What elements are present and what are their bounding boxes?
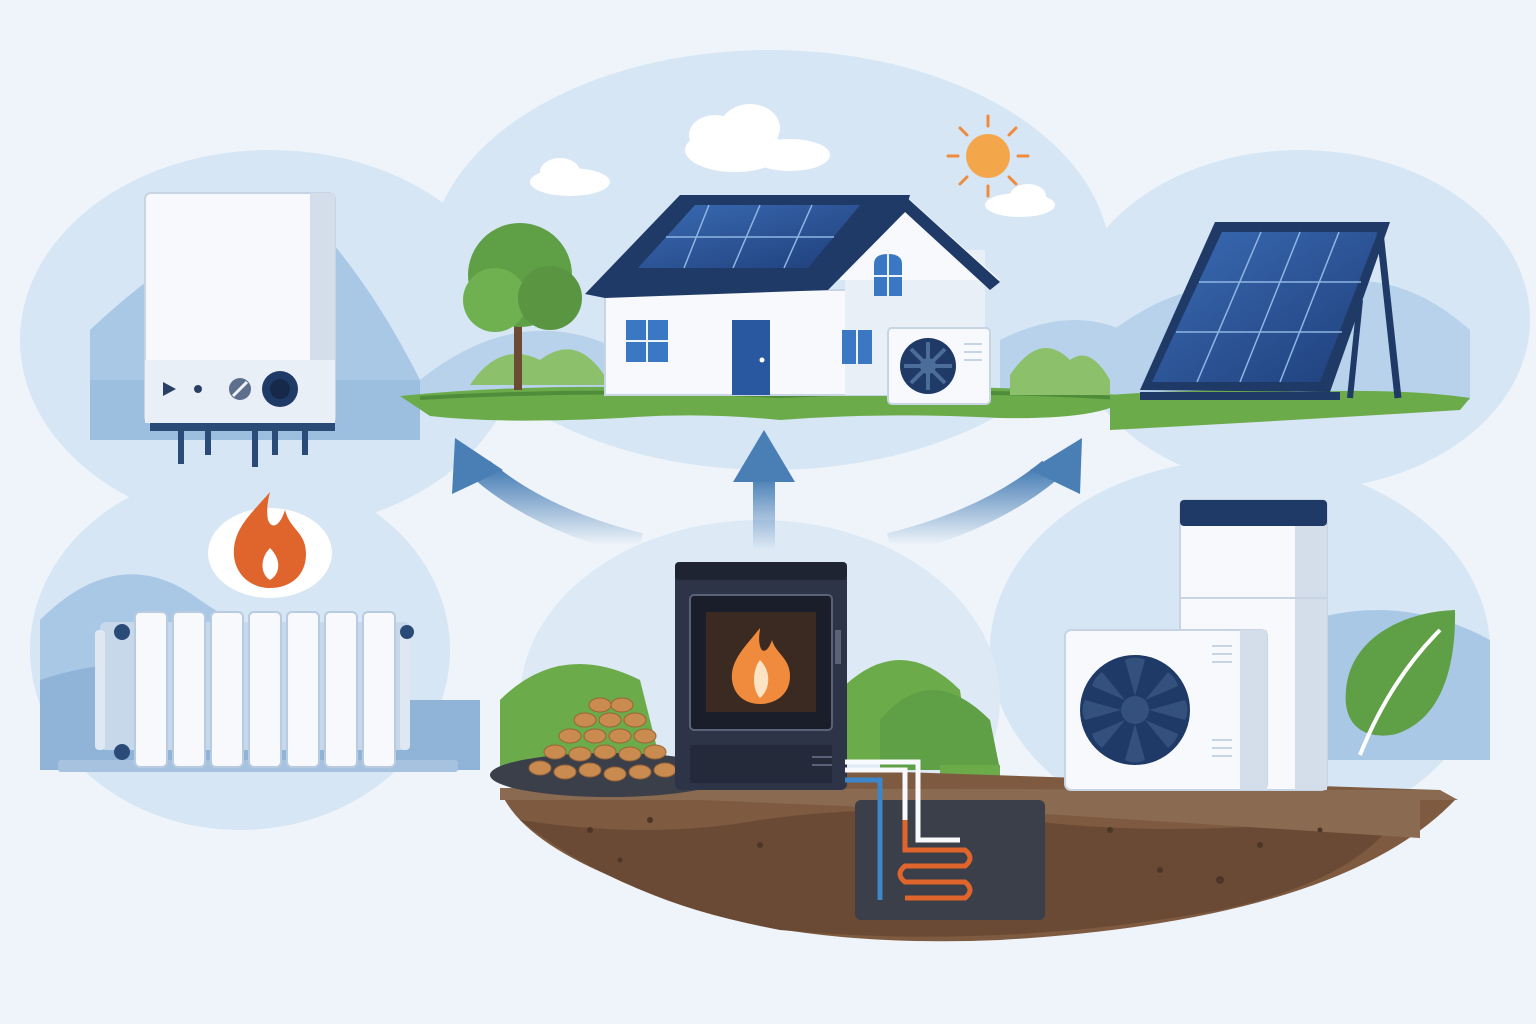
curved-arrow-right-icon — [887, 438, 1082, 557]
flame-icon — [208, 492, 332, 598]
radiator-icon — [58, 611, 458, 772]
house-icon — [585, 195, 1000, 396]
sun-icon — [946, 114, 1030, 198]
cloud-icon — [530, 104, 1055, 217]
wood-pellets-icon — [490, 697, 730, 797]
arrow-up-icon — [733, 430, 795, 550]
ground-loop-pipe-icon — [845, 759, 1045, 920]
pellet-stove-icon — [675, 562, 847, 790]
tree-icon — [463, 223, 582, 390]
gas-boiler-icon — [144, 192, 336, 467]
air-source-heat-pump-icon — [887, 327, 991, 405]
ground-mounted-solar-panel-icon — [1110, 222, 1470, 430]
air-source-heat-pump-icon — [1064, 629, 1268, 791]
curved-arrow-left-icon — [452, 438, 643, 557]
leaf-icon — [1345, 610, 1456, 756]
